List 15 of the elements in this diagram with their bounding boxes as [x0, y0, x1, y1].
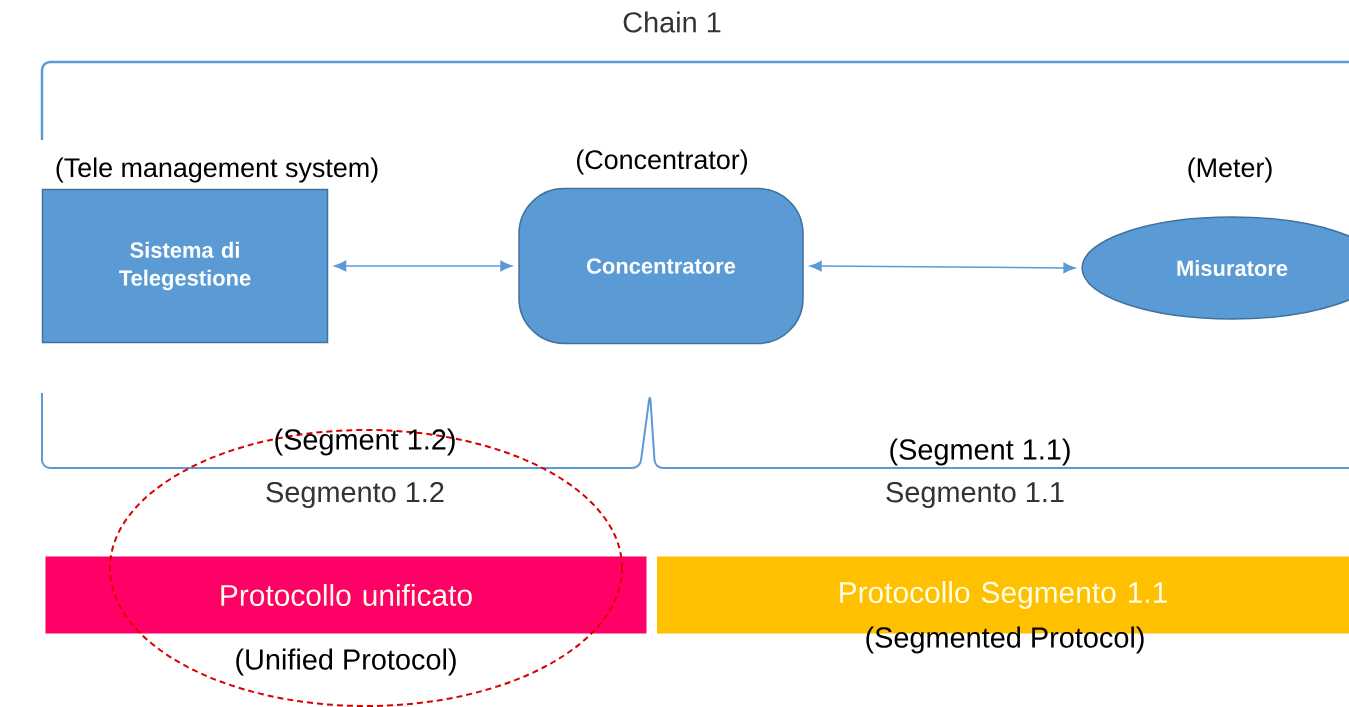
segment-label: Segmento 1.1 [886, 481, 1064, 509]
translation-text: (Unified Protocol) [236, 648, 456, 676]
double-arrow [809, 260, 1076, 274]
ellipse-node: Misuratore [1081, 216, 1349, 320]
node-heading: (Concentrator) [576, 149, 748, 175]
translation-text: (Segment 1.2) [275, 428, 455, 456]
translation-text: (Segment 1.1) [890, 438, 1070, 466]
protocol-band: Protocollo unificato [45, 556, 647, 634]
node-heading: (Meter) [1188, 157, 1272, 183]
node-heading: (Tele management system) [56, 157, 378, 183]
rounded-box: Concentratore [518, 187, 804, 345]
process-box: Sistema di Telegestione [41, 188, 329, 344]
chain-label: Chain 1 [623, 11, 721, 33]
segment-label: Segmento 1.2 [266, 481, 444, 509]
double-arrow [334, 260, 513, 272]
